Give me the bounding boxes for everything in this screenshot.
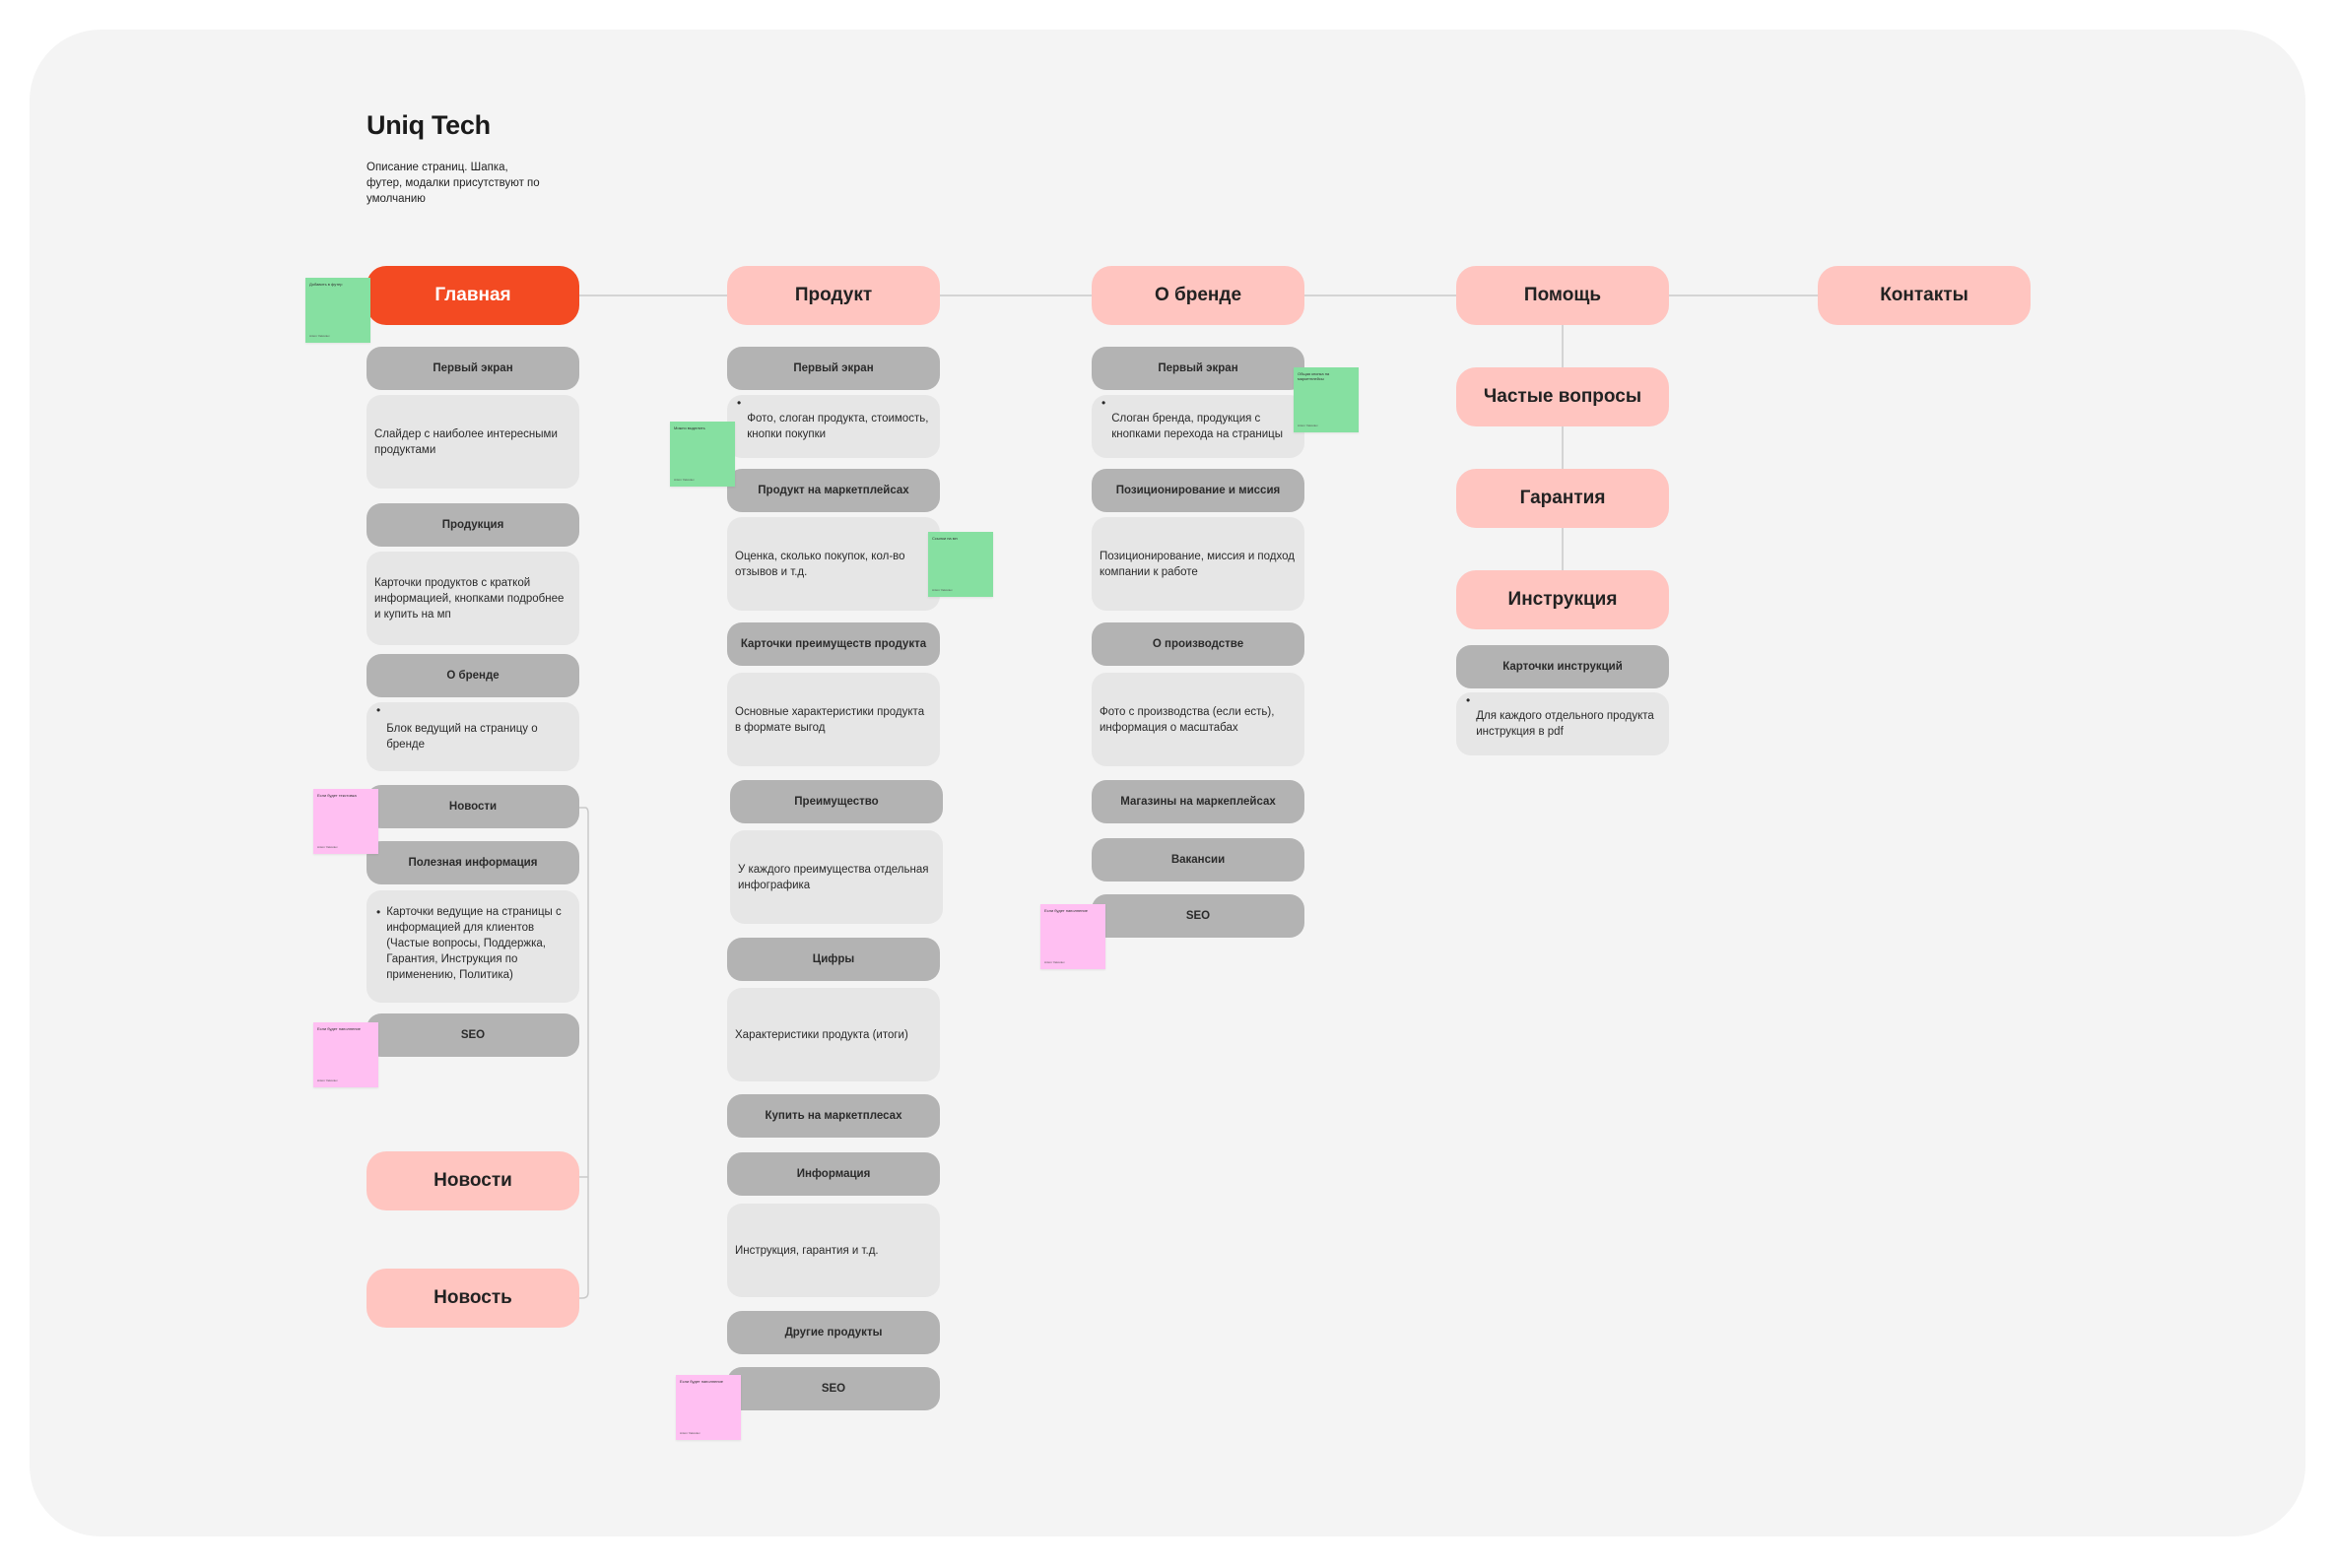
brand-block-production-photos: Фото с производства (если есть), информа…	[1092, 673, 1304, 766]
page-news[interactable]: Новости	[367, 1151, 579, 1210]
product-section-other-products[interactable]: Другие продукты	[727, 1311, 940, 1354]
sticky-note-pink[interactable]: Если будет наполнение Anton Yakovlev	[313, 1022, 378, 1087]
main-section-products[interactable]: Продукция	[367, 503, 579, 547]
page-brand[interactable]: О бренде	[1092, 266, 1304, 325]
board-description: Описание страниц. Шапка, футер, модалки …	[367, 162, 540, 205]
main-section-first-screen[interactable]: Первый экран	[367, 347, 579, 390]
bullet-marker: •	[1466, 693, 1471, 707]
product-section-seo[interactable]: SEO	[727, 1367, 940, 1410]
sticky-note-text: Общая кнопка на маркетплейсы	[1298, 371, 1330, 381]
sticky-note-text: Можно выделить	[674, 425, 705, 430]
sticky-note-pink[interactable]: Если будет текстовка Anton Yakovlev	[313, 789, 378, 854]
sticky-note-green[interactable]: Можно выделить Anton Yakovlev	[670, 422, 735, 487]
sticky-note-green[interactable]: Ссылки на мп Anton Yakovlev	[928, 532, 993, 597]
page-contacts[interactable]: Контакты	[1818, 266, 2031, 325]
board-title: Uniq Tech	[367, 110, 491, 140]
page-main[interactable]: Главная	[367, 266, 579, 325]
product-section-advantage[interactable]: Преимущество	[730, 780, 943, 823]
sticky-note-text: Если будет наполнение	[680, 1379, 723, 1384]
sticky-note-author: Anton Yakovlev	[317, 1078, 338, 1082]
page-faq[interactable]: Частые вопросы	[1456, 367, 1669, 426]
page-warranty[interactable]: Гарантия	[1456, 469, 1669, 528]
main-block-info-cards-text: Карточки ведущие на страницы с информаци…	[386, 906, 562, 981]
sticky-note-text: Если будет текстовка	[317, 793, 357, 798]
product-section-marketplaces[interactable]: Продукт на маркетплейсах	[727, 469, 940, 512]
sticky-note-pink[interactable]: Если будет наполнение Anton Yakovlev	[676, 1375, 741, 1440]
brand-section-seo[interactable]: SEO	[1092, 894, 1304, 938]
product-section-advantage-cards[interactable]: Карточки преимуществ продукта	[727, 622, 940, 666]
sticky-note-green[interactable]: Общая кнопка на маркетплейсы Anton Yakov…	[1294, 367, 1359, 432]
sticky-note-author: Anton Yakovlev	[1044, 960, 1065, 964]
product-section-first-screen[interactable]: Первый экран	[727, 347, 940, 390]
product-block-infographics: У каждого преимущества отдельная инфогра…	[730, 830, 943, 924]
product-block-first-screen: • Фото, слоган продукта, стоимость, кноп…	[727, 395, 940, 458]
sticky-note-author: Anton Yakovlev	[1298, 424, 1318, 427]
help-section-instruction-cards[interactable]: Карточки инструкций	[1456, 645, 1669, 688]
main-section-seo[interactable]: SEO	[367, 1013, 579, 1057]
bullet-marker: •	[376, 905, 381, 919]
sticky-note-text: Ссылки на мп	[932, 536, 958, 541]
sticky-note-author: Anton Yakovlev	[317, 845, 338, 849]
brand-section-positioning[interactable]: Позиционирование и миссия	[1092, 469, 1304, 512]
help-block-pdf: • Для каждого отдельного продукта инстру…	[1456, 692, 1669, 755]
main-block-brand-link: • Блок ведущий на страницу о бренде	[367, 702, 579, 771]
product-section-numbers[interactable]: Цифры	[727, 938, 940, 981]
bullet-marker: •	[376, 703, 381, 717]
brand-section-production[interactable]: О производстве	[1092, 622, 1304, 666]
sticky-note-author: Anton Yakovlev	[932, 588, 953, 592]
product-block-instruction-warranty: Инструкция, гарантия и т.д.	[727, 1204, 940, 1297]
main-section-about-brand[interactable]: О бренде	[367, 654, 579, 697]
page-instruction[interactable]: Инструкция	[1456, 570, 1669, 629]
brand-section-vacancies[interactable]: Вакансии	[1092, 838, 1304, 882]
page-news-item[interactable]: Новость	[367, 1269, 579, 1328]
product-section-buy-marketplaces[interactable]: Купить на маркетплесах	[727, 1094, 940, 1138]
product-section-information[interactable]: Информация	[727, 1152, 940, 1196]
sticky-note-text: Добавить в футер	[309, 282, 343, 287]
brand-block-slogan: • Слоган бренда, продукция с кнопками пе…	[1092, 395, 1304, 458]
main-section-news[interactable]: Новости	[367, 785, 579, 828]
product-block-characteristics: Основные характеристики продукта в форма…	[727, 673, 940, 766]
sticky-note-pink[interactable]: Если будет наполнение Anton Yakovlev	[1040, 904, 1105, 969]
product-block-results: Характеристики продукта (итоги)	[727, 988, 940, 1081]
brand-block-slogan-text: Слоган бренда, продукция с кнопками пере…	[1111, 413, 1284, 440]
main-block-info-cards: • Карточки ведущие на страницы с информа…	[367, 890, 579, 1003]
brand-block-mission: Позиционирование, миссия и подход компан…	[1092, 517, 1304, 611]
product-block-ratings: Оценка, сколько покупок, кол-во отзывов …	[727, 517, 940, 611]
page-help[interactable]: Помощь	[1456, 266, 1669, 325]
main-block-product-cards: Карточки продуктов с краткой информацией…	[367, 552, 579, 645]
product-block-first-screen-text: Фото, слоган продукта, стоимость, кнопки…	[747, 413, 929, 440]
sticky-note-author: Anton Yakovlev	[309, 334, 330, 338]
bullet-marker: •	[1101, 396, 1106, 410]
sticky-note-text: Если будет наполнение	[317, 1026, 361, 1031]
sticky-note-green[interactable]: Добавить в футер Anton Yakovlev	[305, 278, 370, 343]
bullet-marker: •	[737, 396, 742, 410]
brand-section-first-screen[interactable]: Первый экран	[1092, 347, 1304, 390]
brand-section-stores[interactable]: Магазины на маркеплейсах	[1092, 780, 1304, 823]
main-block-brand-link-text: Блок ведущий на страницу о бренде	[386, 723, 538, 751]
main-block-slider: Слайдер с наиболее интересными продуктам…	[367, 395, 579, 489]
main-section-useful-info[interactable]: Полезная информация	[367, 841, 579, 884]
sticky-note-author: Anton Yakovlev	[674, 478, 695, 482]
help-block-pdf-text: Для каждого отдельного продукта инструкц…	[1476, 710, 1654, 738]
sticky-note-author: Anton Yakovlev	[680, 1431, 700, 1435]
page-product[interactable]: Продукт	[727, 266, 940, 325]
sticky-note-text: Если будет наполнение	[1044, 908, 1088, 913]
